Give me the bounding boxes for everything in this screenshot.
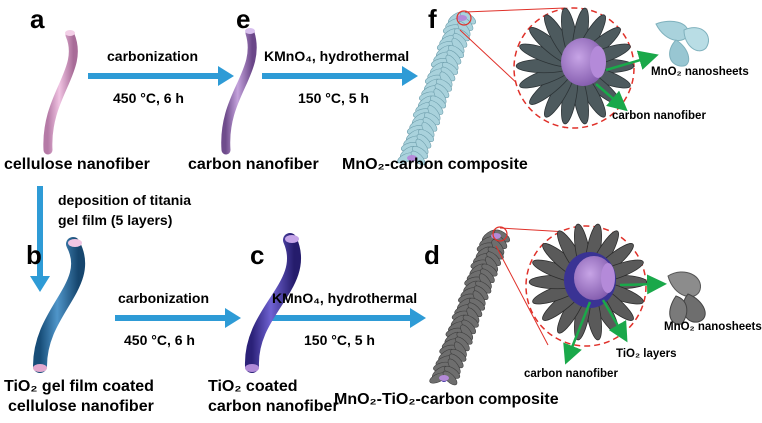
label-mno2-nanosheets-d: MnO₂ nanosheets bbox=[664, 321, 762, 333]
schematic-diagram: a e f b c d carbonization 450 °C, 6 h KM… bbox=[4, 4, 762, 415]
caption-carbon-nanofiber: carbon nanofiber bbox=[188, 156, 319, 173]
label-mno2-nanosheets-f: MnO₂ nanosheets bbox=[651, 66, 749, 78]
tio2-coated-carbon-fiber bbox=[244, 233, 302, 373]
diagram-graphics bbox=[30, 7, 709, 386]
step-label-deposition-line2: gel film (5 layers) bbox=[58, 212, 173, 228]
panel-letter-e: e bbox=[236, 4, 251, 34]
panel-letter-c: c bbox=[250, 240, 265, 270]
step-label-hydrothermal-top: KMnO₄, hydrothermal bbox=[264, 48, 410, 64]
caption-mno2-carbon-composite: MnO₂-carbon composite bbox=[342, 156, 528, 173]
step-label-conditions-top: 450 °C, 6 h bbox=[113, 90, 184, 106]
mno2-nanosheet-icon-f bbox=[655, 20, 709, 67]
step-label-carbonization-bottom: carbonization bbox=[118, 290, 210, 306]
tio2-gel-coated-fiber bbox=[33, 237, 86, 373]
label-carbon-nanofiber-d: carbon nanofiber bbox=[524, 368, 618, 380]
caption-mno2-tio2-carbon-composite: MnO₂-TiO₂-carbon composite bbox=[334, 391, 559, 408]
zoom-view-f bbox=[456, 7, 635, 129]
caption-tio2-gel-line1: TiO₂ gel film coated bbox=[4, 378, 154, 395]
caption-tio2-gel-line2: cellulose nanofiber bbox=[8, 398, 154, 415]
step-label-hydro-conditions-bottom: 150 °C, 5 h bbox=[304, 332, 375, 348]
step-label-hydro-conditions-top: 150 °C, 5 h bbox=[298, 90, 369, 106]
step-label-carbonization-top: carbonization bbox=[107, 48, 199, 64]
step-label-conditions-bottom: 450 °C, 6 h bbox=[124, 332, 195, 348]
zoom-view-d bbox=[492, 223, 648, 347]
arrow-e-to-f bbox=[262, 66, 418, 86]
caption-cellulose-nanofiber: cellulose nanofiber bbox=[4, 156, 150, 173]
arrow-a-to-b bbox=[30, 186, 50, 292]
step-label-hydrothermal-bottom: KMnO₄, hydrothermal bbox=[272, 290, 418, 306]
cellulose-nanofiber bbox=[43, 30, 78, 155]
panel-letter-b: b bbox=[26, 240, 42, 270]
panel-letter-d: d bbox=[424, 240, 440, 270]
step-label-deposition-line1: deposition of titania bbox=[58, 192, 191, 208]
caption-tio2-coated-line1: TiO₂ coated bbox=[208, 378, 298, 395]
mno2-carbon-composite-fiber bbox=[397, 11, 477, 166]
caption-tio2-coated-line2: carbon nanofiber bbox=[208, 398, 339, 415]
panel-letter-f: f bbox=[428, 4, 437, 34]
arrow-a-to-e bbox=[88, 66, 234, 86]
arrow-b-to-c bbox=[115, 308, 241, 328]
label-carbon-nanofiber-f: carbon nanofiber bbox=[612, 110, 706, 122]
carbon-nanofiber bbox=[221, 28, 257, 155]
arrow-c-to-d bbox=[270, 308, 426, 328]
mno2-nanosheet-icon-d bbox=[667, 271, 706, 325]
panel-letter-a: a bbox=[30, 4, 45, 34]
label-tio2-layers-d: TiO₂ layers bbox=[616, 348, 677, 360]
